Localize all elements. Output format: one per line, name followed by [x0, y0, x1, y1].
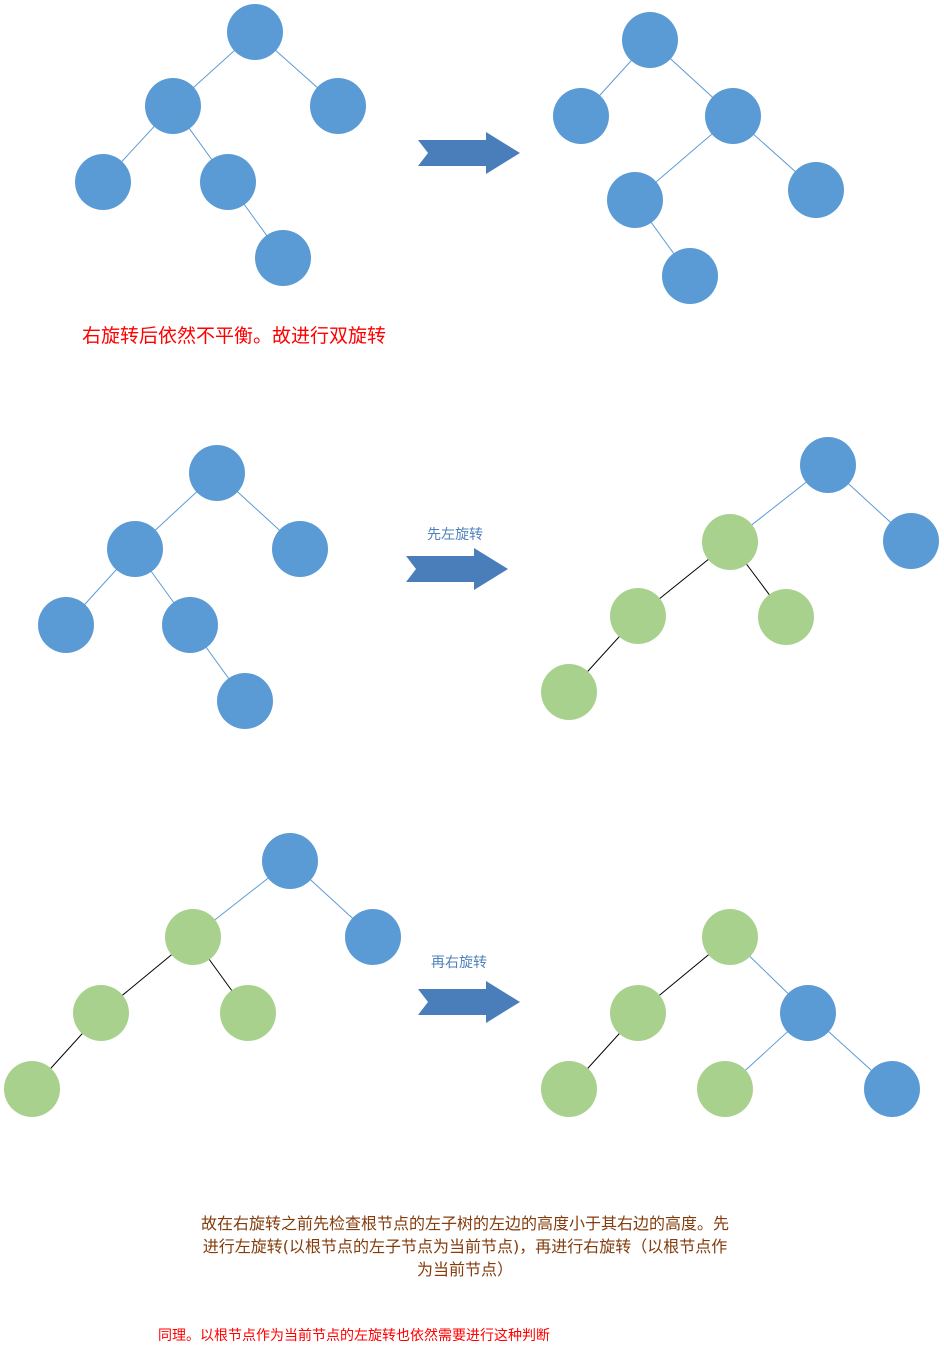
tree-node — [310, 78, 366, 134]
explanation-line: 进行左旋转(以根节点的左子节点为当前节点)，再进行右旋转（以根节点作 — [202, 1237, 728, 1256]
tree-node — [255, 230, 311, 286]
tree-node — [702, 514, 758, 570]
tree-node — [75, 154, 131, 210]
tree-node — [189, 445, 245, 501]
tree-node — [272, 521, 328, 577]
tree-row2-after — [541, 437, 939, 720]
tree-node — [864, 1061, 920, 1117]
tree-node — [4, 1061, 60, 1117]
tree-node — [38, 597, 94, 653]
tree-node — [541, 1061, 597, 1117]
tree-node — [217, 673, 273, 729]
tree-node — [883, 513, 939, 569]
tree-row2-before — [38, 445, 328, 729]
tree-node — [262, 833, 318, 889]
tree-node — [622, 12, 678, 68]
tree-node — [200, 154, 256, 210]
tree-node — [607, 172, 663, 228]
right-arrow-icon — [418, 981, 520, 1023]
tree-node — [702, 909, 758, 965]
left-rotation-label: 先左旋转 — [427, 527, 483, 543]
tree-node — [227, 4, 283, 60]
tree-row1-before — [75, 4, 366, 286]
explanation-line: 为当前节点） — [416, 1260, 513, 1279]
tree-row3-before — [4, 833, 401, 1117]
unbalanced-note: 右旋转后依然不平衡。故进行双旋转 — [82, 325, 387, 347]
tree-node — [220, 985, 276, 1041]
tree-node — [705, 88, 761, 144]
tree-node — [780, 985, 836, 1041]
tree-node — [165, 909, 221, 965]
tree-node — [800, 437, 856, 493]
tree-node — [610, 588, 666, 644]
right-arrow-icon — [418, 132, 520, 174]
explanation-paragraph: 故在右旋转之前先检查根节点的左子树的左边的高度小于其右边的高度。先 进行左旋转(… — [150, 1212, 780, 1281]
same-rule-note: 同理。以根节点作为当前节点的左旋转也依然需要进行这种判断 — [158, 1328, 550, 1344]
tree-node — [162, 597, 218, 653]
tree-row1-after — [553, 12, 844, 304]
tree-node — [610, 985, 666, 1041]
tree-node — [541, 664, 597, 720]
tree-node — [758, 589, 814, 645]
tree-node — [662, 248, 718, 304]
tree-node — [145, 78, 201, 134]
tree-node — [697, 1061, 753, 1117]
explanation-line: 故在右旋转之前先检查根节点的左子树的左边的高度小于其右边的高度。先 — [200, 1214, 729, 1233]
tree-row3-after — [541, 909, 920, 1117]
right-rotation-label: 再右旋转 — [431, 955, 487, 971]
tree-node — [788, 162, 844, 218]
tree-node — [107, 521, 163, 577]
tree-node — [73, 985, 129, 1041]
tree-node — [345, 909, 401, 965]
right-arrow-icon — [406, 548, 508, 590]
tree-node — [553, 88, 609, 144]
